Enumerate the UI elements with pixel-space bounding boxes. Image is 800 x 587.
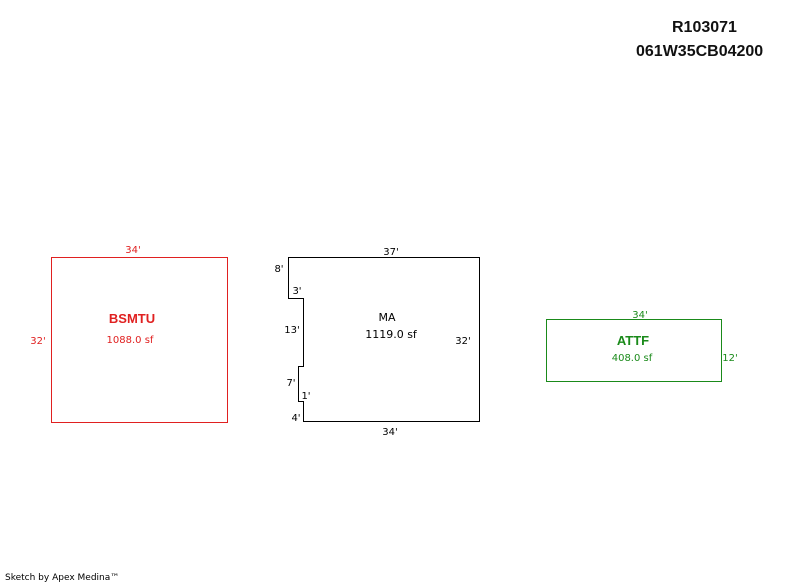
ma-area-sf: 1119.0 sf bbox=[365, 328, 418, 341]
ma-dim-top: 37' bbox=[383, 247, 398, 258]
attf-dim-right: 12' bbox=[722, 353, 737, 364]
attf-area-sf: 408.0 sf bbox=[612, 353, 653, 364]
area-bsmtu: 34' 32' BSMTU 1088.0 sf bbox=[30, 245, 228, 423]
ma-dim-left-low: 7' bbox=[286, 378, 295, 389]
ma-outline bbox=[288, 257, 480, 422]
account-id: R103071 bbox=[672, 19, 737, 36]
ma-dim-bottom: 34' bbox=[382, 427, 397, 438]
ma-dim-left-top: 8' bbox=[274, 264, 283, 275]
bsmtu-area-sf: 1088.0 sf bbox=[107, 335, 154, 346]
bsmtu-dim-top: 34' bbox=[125, 245, 140, 256]
bsmtu-label: BSMTU bbox=[109, 311, 155, 326]
ma-dim-step-low: 1' bbox=[301, 391, 310, 402]
ma-dim-right: 32' bbox=[455, 336, 470, 347]
map-taxlot-number: 061W35CB04200 bbox=[636, 43, 764, 60]
attf-label: ATTF bbox=[617, 333, 649, 348]
ma-dim-left-bottom: 4' bbox=[291, 413, 300, 424]
area-ma: 37' 8' 3' 13' 7' 1' 4' 34' 32' MA 1119.0… bbox=[274, 247, 480, 438]
attf-outline bbox=[546, 319, 722, 382]
area-attf: 34' 12' ATTF 408.0 sf bbox=[546, 310, 738, 382]
attf-dim-top: 34' bbox=[632, 310, 647, 321]
bsmtu-outline bbox=[51, 257, 228, 423]
sketch-credit: Sketch by Apex Medina™ bbox=[5, 573, 120, 583]
bsmtu-dim-left: 32' bbox=[30, 336, 45, 347]
ma-dim-left-mid: 13' bbox=[284, 325, 299, 336]
ma-label: MA bbox=[378, 311, 395, 324]
ma-dim-step-top: 3' bbox=[292, 286, 301, 297]
